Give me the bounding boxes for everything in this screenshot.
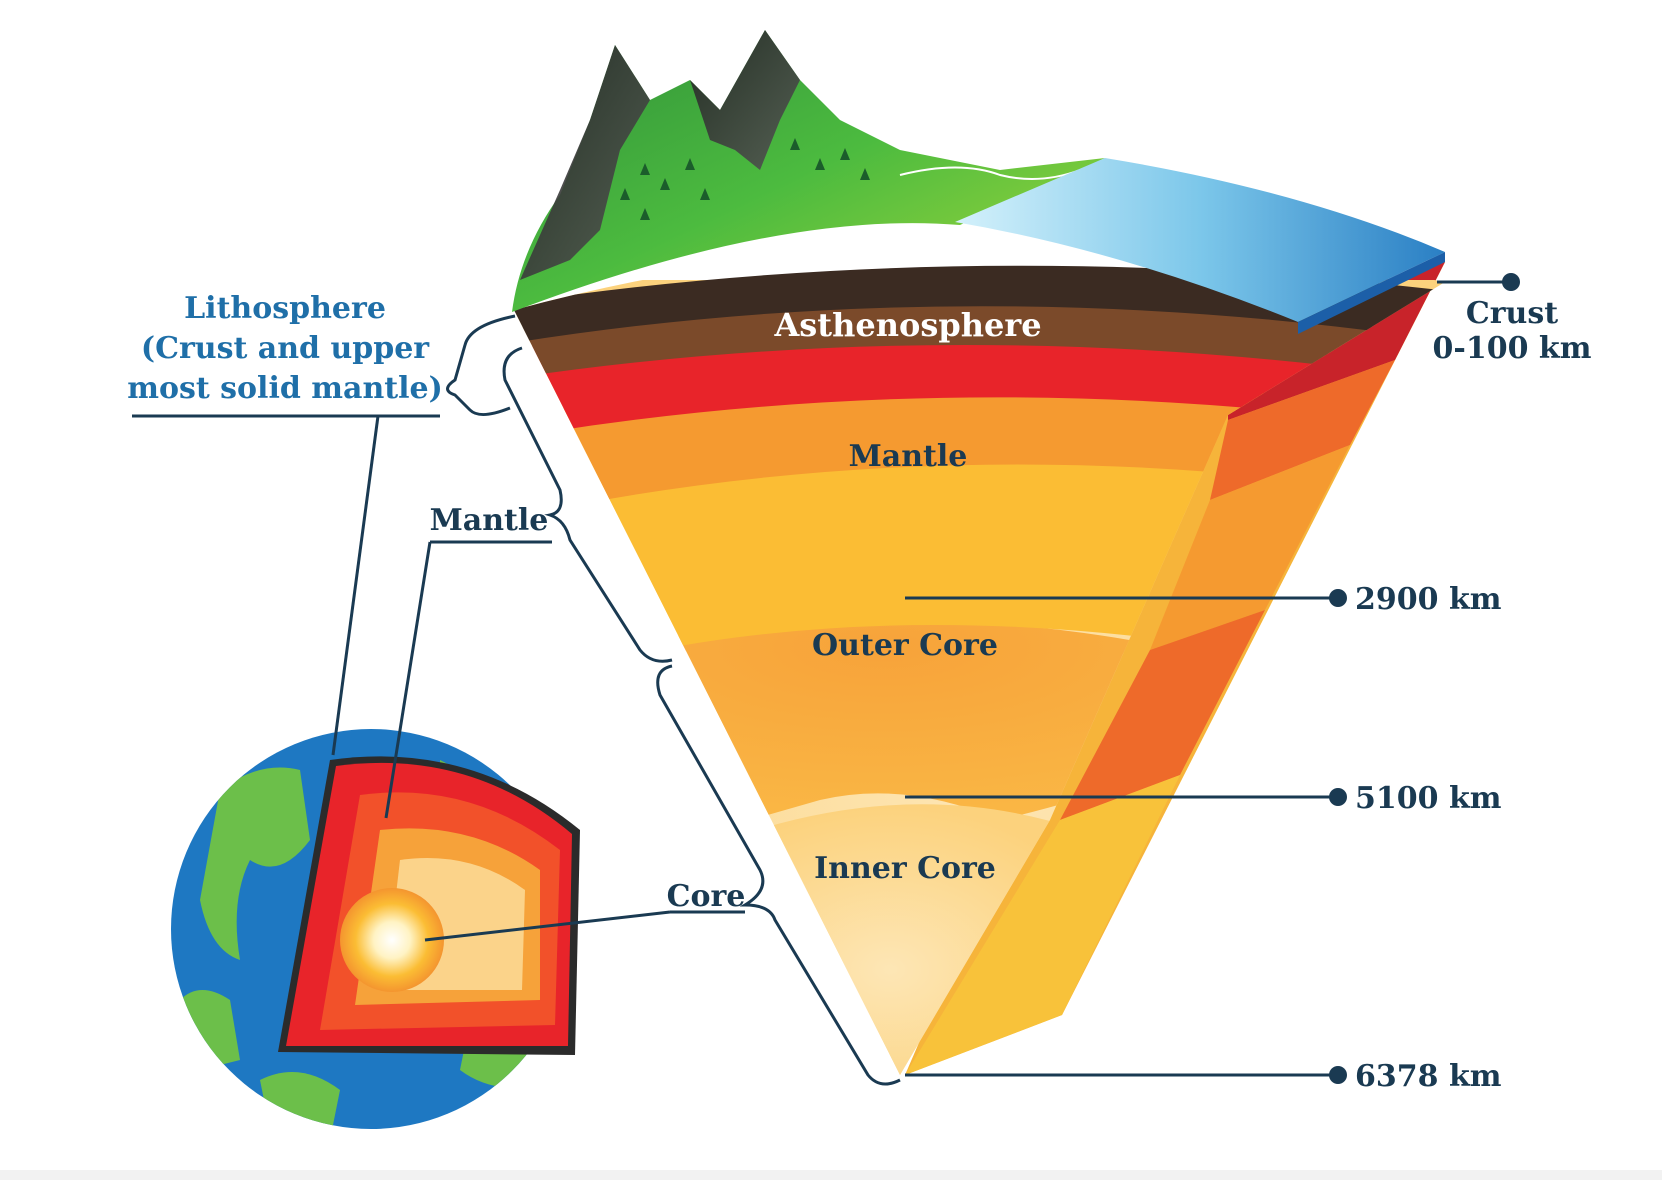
globe-core <box>340 888 444 992</box>
lithosphere-title: Lithosphere <box>184 291 386 326</box>
depth-6378-label: 6378 km <box>1355 1059 1502 1094</box>
mountain-left <box>520 45 650 280</box>
mantle-center-label: Mantle <box>849 439 968 474</box>
marker-crust <box>1502 273 1520 291</box>
ocean-surface <box>955 158 1445 322</box>
leader-lines <box>132 280 1510 1086</box>
crust-depth-label: 0-100 km <box>1433 331 1592 366</box>
trees <box>620 138 870 220</box>
lithosphere-line3: most solid mantle) <box>127 371 443 406</box>
land-surface <box>512 30 1105 312</box>
marker-5100 <box>1329 788 1347 806</box>
mantle-side-label: Mantle <box>430 503 549 538</box>
depth-5100-label: 5100 km <box>1355 781 1502 816</box>
lithosphere-bracket <box>446 314 516 416</box>
depth-markers <box>1329 273 1520 1084</box>
mantle-bracket <box>502 346 673 663</box>
outer-core-label: Outer Core <box>812 628 998 663</box>
depth-2900-label: 2900 km <box>1355 582 1502 617</box>
core-bracket <box>656 664 901 1086</box>
asthenosphere-label: Asthenosphere <box>773 306 1041 344</box>
mountain-right <box>690 30 800 170</box>
river <box>899 166 1081 180</box>
marker-2900 <box>1329 589 1347 607</box>
marker-6378 <box>1329 1066 1347 1084</box>
core-side-label: Core <box>667 879 746 914</box>
earth-globe <box>171 729 580 1129</box>
lithosphere-line2: (Crust and upper <box>141 331 430 366</box>
crust-label: Crust <box>1466 296 1558 331</box>
bottom-edge <box>0 1170 1662 1180</box>
inner-core-label: Inner Core <box>814 851 996 886</box>
